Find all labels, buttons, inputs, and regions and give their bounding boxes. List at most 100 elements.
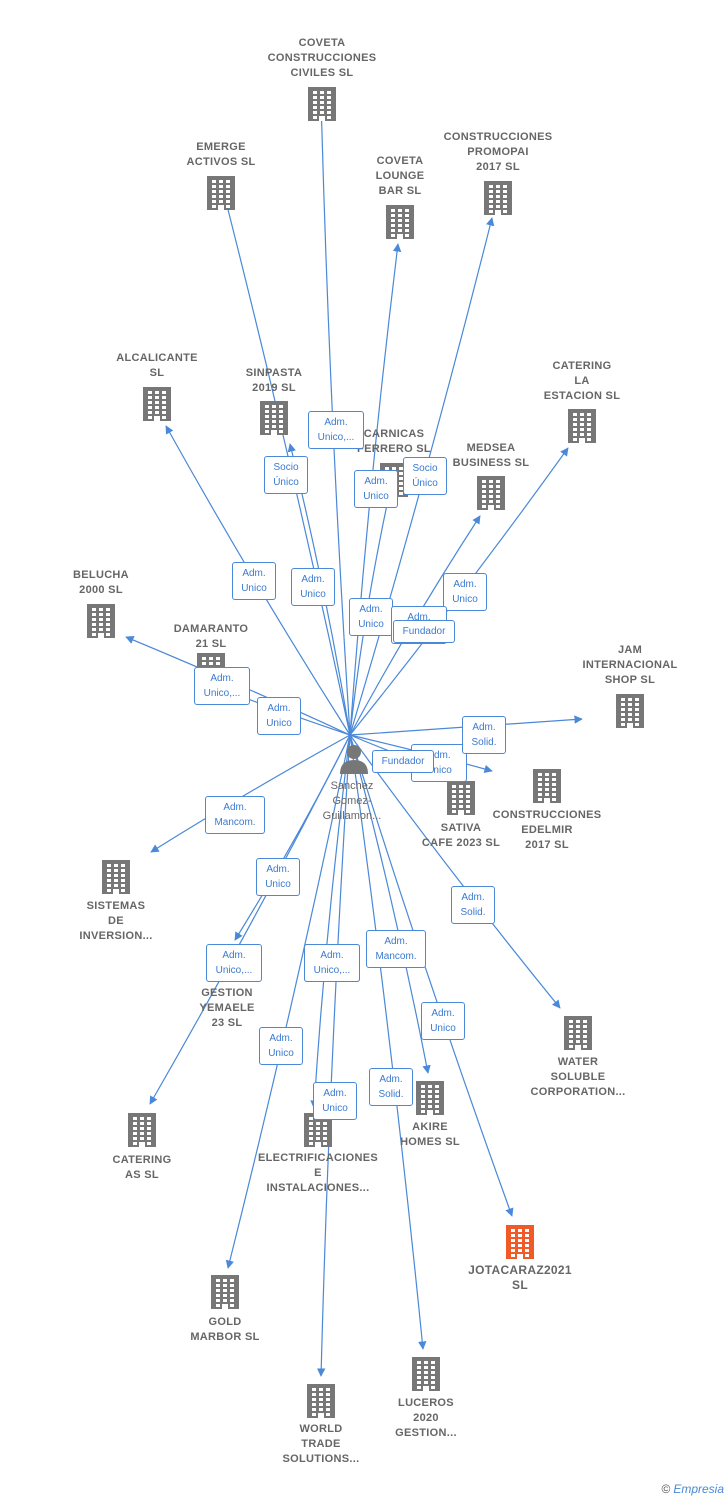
role-badge[interactable]: Adm. Unico	[313, 1082, 357, 1120]
role-badge[interactable]: Adm.Solid.	[369, 1068, 413, 1106]
building-icon[interactable]	[128, 1113, 156, 1147]
building-icon[interactable]	[564, 1016, 592, 1050]
role-badge[interactable]: Adm.Unico,...	[206, 944, 262, 982]
role-badge[interactable]: Adm.Mancom.	[366, 930, 426, 968]
role-badge[interactable]: Adm.Unico,...	[308, 411, 364, 449]
building-icon[interactable]	[477, 476, 505, 510]
building-icon[interactable]	[568, 409, 596, 443]
role-badge-line: Solid.	[378, 1089, 404, 1100]
company-label-line: 2017 SL	[476, 161, 520, 173]
company-label-line: JAM	[617, 644, 643, 656]
person-icon[interactable]	[340, 745, 368, 774]
building-icon[interactable]	[143, 387, 171, 421]
role-badge-line: Adm.	[323, 1088, 347, 1099]
role-badge-line: Unico	[452, 594, 478, 605]
company-label-line: SOLUTIONS...	[282, 1453, 360, 1465]
role-badge[interactable]: Adm.Unico	[257, 697, 301, 735]
icons	[87, 87, 644, 1418]
role-badge-line: Adm.	[301, 574, 325, 585]
role-badge[interactable]: Adm.Unico	[232, 562, 276, 600]
role-badge[interactable]: Adm.Solid.	[462, 716, 506, 754]
company-label-line: EMERGE	[196, 141, 246, 153]
company-label-line: 2000 SL	[79, 584, 123, 596]
building-icon[interactable]	[447, 781, 475, 815]
role-badge[interactable]: Adm.Unico,...	[194, 667, 250, 705]
company-label-line: GESTION	[201, 987, 253, 999]
building-icon[interactable]	[533, 769, 561, 803]
building-icon[interactable]	[102, 860, 130, 894]
building-icon[interactable]	[307, 1384, 335, 1418]
building-icon[interactable]	[506, 1225, 534, 1259]
building-icon[interactable]	[211, 1275, 239, 1309]
role-badge-line: Unico	[322, 1103, 348, 1114]
building-icon[interactable]	[484, 181, 512, 215]
role-badge-line: Unico	[430, 1023, 456, 1034]
person-label-line: Guillamon...	[322, 810, 382, 822]
company-label-line: 2020	[413, 1412, 439, 1424]
company-label-line: ACTIVOS SL	[186, 156, 256, 168]
company-label-line: PROMOPAI	[467, 146, 529, 158]
role-badge-line: Socio	[412, 463, 438, 474]
role-badge[interactable]: Fundador	[372, 750, 434, 773]
building-icon[interactable]	[308, 87, 336, 121]
company-label-line: EDELMIR	[521, 824, 573, 836]
copyright-mark: ©	[661, 1482, 671, 1496]
role-badge[interactable]: Adm.Unico,...	[304, 944, 360, 982]
company-label-line: WORLD	[299, 1423, 343, 1435]
role-badge-line: Adm.	[269, 1033, 293, 1044]
company-label-line: JOTACARAZ2021	[468, 1263, 572, 1277]
role-badge[interactable]: Adm.Unico	[354, 470, 398, 508]
edge-luceros-2020	[349, 734, 427, 1350]
role-badge[interactable]: Adm.Unico	[349, 598, 393, 636]
role-badge[interactable]: Adm.Unico	[259, 1027, 303, 1065]
building-icon[interactable]	[412, 1357, 440, 1391]
role-badge[interactable]: Adm.Unico	[421, 1002, 465, 1040]
role-badge[interactable]: Adm.Unico	[443, 573, 487, 611]
building-icon[interactable]	[87, 604, 115, 638]
building-icon[interactable]	[207, 176, 235, 210]
role-badge[interactable]: Adm.Mancom.	[205, 796, 265, 834]
role-badge[interactable]: Adm.Unico	[256, 858, 300, 896]
company-label-line: INSTALACIONES...	[266, 1182, 370, 1194]
company-label-line: 2019 SL	[252, 382, 296, 394]
building-icon[interactable]	[386, 205, 414, 239]
company-label-emerge-activos[interactable]: EMERGE ACTIVOS SL	[151, 140, 291, 170]
company-label-line: SL	[512, 1278, 528, 1292]
edge-electrificaciones	[310, 734, 351, 1109]
role-badge-line: Mancom.	[375, 951, 417, 962]
company-label-line: 23 SL	[211, 1017, 243, 1029]
role-badge[interactable]: Adm.Solid.	[451, 886, 495, 924]
role-badge[interactable]: Fundador	[393, 620, 455, 643]
building-icon[interactable]	[416, 1081, 444, 1115]
building-icon[interactable]	[260, 401, 288, 435]
role-badge[interactable]: Adm.Unico	[291, 568, 335, 606]
building-icon[interactable]	[616, 694, 644, 728]
brand-name[interactable]: Empresia	[673, 1482, 724, 1496]
